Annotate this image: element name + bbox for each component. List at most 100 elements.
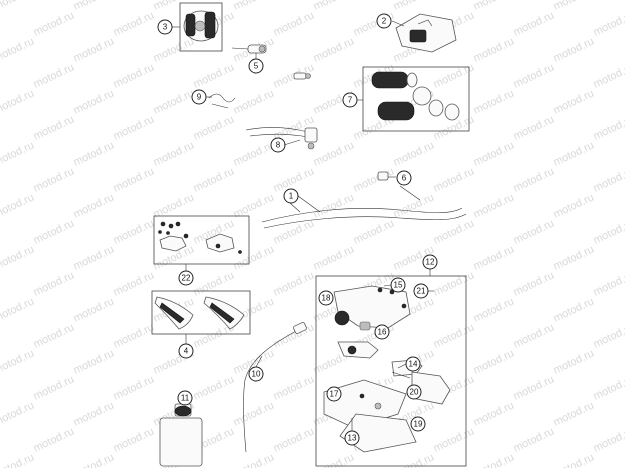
watermark-text: motod.ru <box>192 165 236 194</box>
callout-10: 10 <box>248 366 264 382</box>
part-3-clamp <box>171 2 223 52</box>
watermark-text: motod.ru <box>32 269 76 298</box>
callout-11: 11 <box>177 390 193 406</box>
watermark-text: motod.ru <box>512 61 556 90</box>
callout-7: 7 <box>342 92 358 108</box>
callout-17: 17 <box>326 386 342 402</box>
watermark-text: motod.ru <box>72 399 116 428</box>
part-6-clip <box>377 171 396 181</box>
watermark-text: motod.ru <box>32 373 76 402</box>
watermark-text: motod.ru <box>552 87 596 116</box>
watermark-text: motod.ru <box>432 217 476 246</box>
callout-1: 1 <box>283 188 299 204</box>
watermark-text: motod.ru <box>312 451 356 468</box>
watermark-text: motod.ru <box>272 9 316 38</box>
watermark-text: motod.ru <box>472 347 516 376</box>
watermark-text: motod.ru <box>272 217 316 246</box>
part-2-throttle-housing <box>391 13 457 53</box>
part-9-spring <box>208 93 236 109</box>
watermark-text: motod.ru <box>0 243 36 272</box>
watermark-text: motod.ru <box>152 35 196 64</box>
watermark-text: motod.ru <box>0 347 36 376</box>
watermark-text: motod.ru <box>512 373 556 402</box>
watermark-text: motod.ru <box>432 425 476 454</box>
watermark-text: motod.ru <box>232 87 276 116</box>
watermark-text: motod.ru <box>472 35 516 64</box>
watermark-text: motod.ru <box>352 217 396 246</box>
watermark-text: motod.ru <box>592 9 625 38</box>
part-10-hose <box>243 322 307 453</box>
callout-18: 18 <box>318 290 334 306</box>
watermark-text: motod.ru <box>232 399 276 428</box>
callout-1-label: 1 <box>289 192 294 201</box>
callout-21: 21 <box>413 283 429 299</box>
watermark-text: motod.ru <box>0 295 36 324</box>
watermark-text: motod.ru <box>512 269 556 298</box>
watermark-text: motod.ru <box>72 347 116 376</box>
watermark-text: motod.ru <box>32 9 76 38</box>
callout-12-label: 12 <box>426 258 435 267</box>
callout-11-label: 11 <box>181 394 190 403</box>
callout-8-label: 8 <box>276 141 281 150</box>
watermark-text: motod.ru <box>112 321 156 350</box>
watermark-text: motod.ru <box>192 269 236 298</box>
watermark-text: motod.ru <box>112 9 156 38</box>
callout-2: 2 <box>376 13 392 29</box>
watermark-text: motod.ru <box>312 139 356 168</box>
watermark-text: motod.ru <box>32 61 76 90</box>
watermark-text: motod.ru <box>472 87 516 116</box>
callout-22: 22 <box>178 270 194 286</box>
watermark-text: motod.ru <box>392 139 436 168</box>
watermark-text: motod.ru <box>432 165 476 194</box>
callout-7-label: 7 <box>348 96 353 105</box>
watermark-text: motod.ru <box>552 347 596 376</box>
watermark-text: motod.ru <box>592 165 625 194</box>
callout-20: 20 <box>406 384 422 400</box>
watermark-text: motod.ru <box>312 191 356 220</box>
callout-13: 13 <box>344 430 360 446</box>
watermark-text: motod.ru <box>72 295 116 324</box>
callout-19-label: 19 <box>414 420 423 429</box>
watermark-text: motod.ru <box>112 425 156 454</box>
watermark-text: motod.ru <box>112 165 156 194</box>
part-22-switch-set <box>153 215 250 265</box>
callout-4: 4 <box>178 343 194 359</box>
watermark-text: motod.ru <box>72 243 116 272</box>
watermark-text: motod.ru <box>112 217 156 246</box>
watermark-text: motod.ru <box>552 0 596 13</box>
callout-10-label: 10 <box>252 370 261 379</box>
watermark-text: motod.ru <box>512 321 556 350</box>
watermark-text: motod.ru <box>552 191 596 220</box>
watermark-text: motod.ru <box>272 425 316 454</box>
callout-3: 3 <box>157 19 173 35</box>
callout-8: 8 <box>270 137 286 153</box>
callout-19: 19 <box>410 416 426 432</box>
watermark-text: motod.ru <box>592 61 625 90</box>
watermark-text: motod.ru <box>72 191 116 220</box>
callout-9: 9 <box>191 89 207 105</box>
watermark-text: motod.ru <box>472 451 516 468</box>
watermark-text: motod.ru <box>192 113 236 142</box>
callout-6-label: 6 <box>402 174 407 183</box>
watermark-text: motod.ru <box>72 139 116 168</box>
callout-16: 16 <box>374 324 390 340</box>
watermark-text: motod.ru <box>312 35 356 64</box>
watermark-text: motod.ru <box>0 87 36 116</box>
watermark-text: motod.ru <box>592 425 625 454</box>
watermark-text: motod.ru <box>512 113 556 142</box>
callout-2-label: 2 <box>382 17 387 26</box>
watermark-text: motod.ru <box>0 139 36 168</box>
part-1-handlebar <box>261 185 467 229</box>
callout-4-label: 4 <box>184 347 189 356</box>
watermark-text: motod.ru <box>232 139 276 168</box>
watermark-text: motod.ru <box>0 0 36 13</box>
watermark-text: motod.ru <box>272 373 316 402</box>
watermark-text: motod.ru <box>472 0 516 13</box>
watermark-text: motod.ru <box>512 425 556 454</box>
watermark-text: motod.ru <box>432 321 476 350</box>
watermark-text: motod.ru <box>592 321 625 350</box>
watermark-text: motod.ru <box>72 35 116 64</box>
watermark-text: motod.ru <box>552 295 596 324</box>
